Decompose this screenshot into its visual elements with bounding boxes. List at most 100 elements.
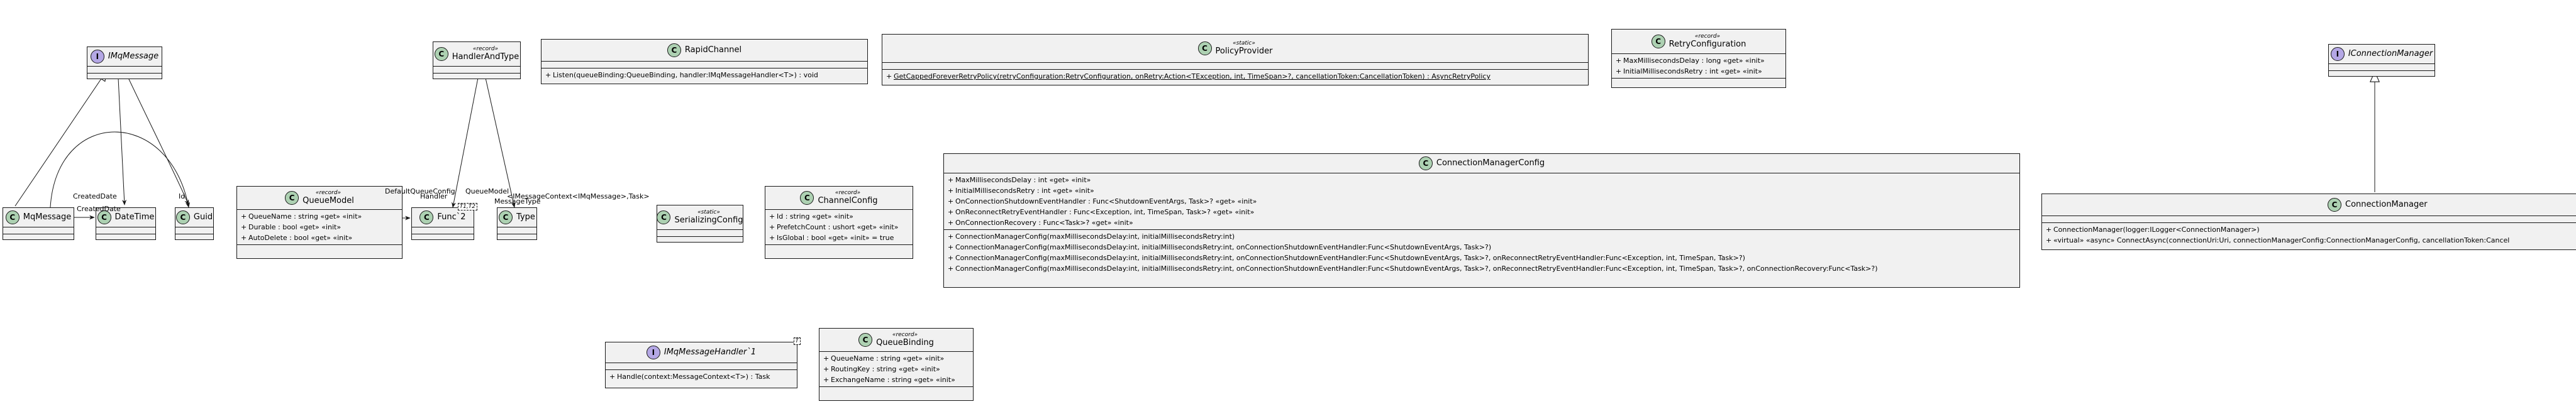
class-name: MqMessage xyxy=(23,212,72,222)
fields-section xyxy=(87,66,162,73)
interface-icon: I xyxy=(2330,47,2345,61)
edge-label-id: Id xyxy=(179,192,186,200)
method: +ConnectionManagerConfig(maxMilliseconds… xyxy=(948,265,1878,273)
member: +QueueName : string «get» «init» xyxy=(241,212,362,221)
fields-section: +Id : string «get» «init» +PrefetchCount… xyxy=(765,209,913,244)
class-queuemodel[interactable]: C «record» QueueModel +QueueName : strin… xyxy=(236,186,402,259)
stereotype: «record» xyxy=(1694,33,1721,40)
methods-section: +GetCappedForeverRetryPolicy(retryConfig… xyxy=(882,69,1588,83)
class-imqmessagehandler-interface[interactable]: T I IMqMessageHandler`1 +Handle(context:… xyxy=(605,337,801,388)
member: +MaxMillisecondsDelay : int «get» «init» xyxy=(948,176,1091,184)
member: +Id : string «get» «init» xyxy=(769,212,853,221)
class-icon: C xyxy=(175,210,190,224)
method: +ConnectionManager(logger:ILogger<Connec… xyxy=(2046,226,2260,234)
class-icon: C xyxy=(800,191,814,205)
edge-imqmessage-id-guid xyxy=(128,77,189,205)
edge-imqmessage-createddate-datetime xyxy=(118,77,127,205)
class-queuebinding[interactable]: C «record» QueueBinding +QueueName : str… xyxy=(819,328,974,401)
member: +QueueName : string «get» «init» xyxy=(823,354,945,363)
fields-section xyxy=(175,227,213,234)
class-guid[interactable]: C Guid xyxy=(175,207,214,240)
class-icon: C xyxy=(1418,156,1433,170)
class-connectionmanagerconfig[interactable]: C ConnectionManagerConfig +MaxMillisecon… xyxy=(943,153,2020,288)
class-iconnectionmanager-interface[interactable]: I IConnectionManager xyxy=(2328,44,2435,77)
methods-section: +Listen(queueBinding:QueueBinding, handl… xyxy=(541,68,867,82)
class-icon: C xyxy=(419,210,434,224)
methods-section xyxy=(1612,78,1785,85)
stereotype: «record» xyxy=(315,190,341,197)
class-retryconfiguration[interactable]: C «record» RetryConfiguration +MaxMillis… xyxy=(1611,29,1786,88)
method: +«virtual» «async» ConnectAsync(connecti… xyxy=(2046,236,2510,244)
fields-section xyxy=(497,227,536,234)
fields-section xyxy=(96,227,155,234)
class-datetime[interactable]: C DateTime xyxy=(96,207,156,240)
class-handlerandtype[interactable]: C «record» HandlerAndType xyxy=(433,41,521,79)
class-serializingconfig[interactable]: C «static» SerializingConfig xyxy=(657,205,743,243)
fields-section xyxy=(433,66,520,73)
member: +ExchangeName : string «get» «init» xyxy=(823,376,955,384)
edge-mqmessage-implements-imqmessage xyxy=(14,70,107,207)
class-icon: C xyxy=(2328,198,2341,212)
method: +ConnectionManagerConfig(maxMilliseconds… xyxy=(948,232,1235,241)
methods-section xyxy=(175,234,213,241)
class-name: Guid xyxy=(193,212,213,222)
methods-section: +ConnectionManagerConfig(maxMilliseconds… xyxy=(944,229,2019,275)
class-name: PolicyProvider xyxy=(1215,46,1273,56)
class-icon: C xyxy=(499,210,513,224)
class-func2[interactable]: T1,T2 C Func`2 xyxy=(411,203,477,241)
fields-section xyxy=(882,62,1588,69)
class-name: IConnectionManager xyxy=(2348,48,2433,58)
edge-label-handler: Handler xyxy=(420,192,448,200)
fields-section xyxy=(606,363,797,369)
methods-section xyxy=(765,244,913,251)
class-name: SerializingConfig xyxy=(674,215,743,225)
methods-section xyxy=(433,73,520,80)
fields-section: +MaxMillisecondsDelay : long «get» «init… xyxy=(1612,53,1785,78)
edge-handlerandtype-func2 xyxy=(452,77,479,208)
fields-section xyxy=(412,227,474,234)
fields-section xyxy=(3,227,74,234)
class-name: IMqMessage xyxy=(108,51,159,61)
class-mqmessage[interactable]: C MqMessage xyxy=(3,207,74,240)
class-type[interactable]: C Type xyxy=(497,207,537,240)
fields-section: +MaxMillisecondsDelay : int «get» «init»… xyxy=(944,173,2019,229)
class-icon: C xyxy=(97,210,111,224)
fields-section xyxy=(2042,216,2576,222)
method: +ConnectionManagerConfig(maxMilliseconds… xyxy=(948,254,1745,262)
member: +OnReconnectRetryEventHandler : Func<Exc… xyxy=(948,208,1255,216)
class-name: IMqMessageHandler`1 xyxy=(663,347,757,357)
class-name: HandlerAndType xyxy=(452,52,519,62)
class-rapidchannel[interactable]: C RapidChannel +Listen(queueBinding:Queu… xyxy=(541,39,868,84)
methods-section xyxy=(237,244,402,251)
member: +MaxMillisecondsDelay : long «get» «init… xyxy=(1616,57,1765,65)
method: +Handle(context:MessageContext<T>) : Tas… xyxy=(609,373,770,381)
edge-label-messagetype: MessageType xyxy=(494,197,541,205)
member: +RoutingKey : string «get» «init» xyxy=(823,365,940,373)
class-icon: C xyxy=(434,47,448,61)
class-name: DateTime xyxy=(114,212,155,222)
method: +GetCappedForeverRetryPolicy(retryConfig… xyxy=(886,72,1491,80)
member: +InitialMillisecondsRetry : int «get» «i… xyxy=(1616,67,1762,75)
edge-mqmessage-id-guid xyxy=(50,131,189,207)
class-name: Type xyxy=(516,212,535,222)
class-imqmessage-interface[interactable]: I IMqMessage xyxy=(87,46,162,79)
class-policyprovider[interactable]: C «static» PolicyProvider +GetCappedFore… xyxy=(882,34,1589,85)
class-name: ConnectionManagerConfig xyxy=(1436,158,1545,168)
methods-section: +ConnectionManager(logger:ILogger<Connec… xyxy=(2042,222,2576,247)
class-connectionmanager[interactable]: C ConnectionManager +ConnectionManager(l… xyxy=(2041,194,2576,250)
class-name: QueueBinding xyxy=(876,337,934,347)
fields-section xyxy=(657,229,743,236)
member: +IsGlobal : bool «get» «init» = true xyxy=(769,234,894,242)
member: +OnConnectionShutdownEventHandler : Func… xyxy=(948,197,1257,205)
fields-section: +QueueName : string «get» «init» +Durabl… xyxy=(237,209,402,244)
interface-icon: I xyxy=(646,346,660,359)
method: +Listen(queueBinding:QueueBinding, handl… xyxy=(545,71,818,79)
methods-section: +Handle(context:MessageContext<T>) : Tas… xyxy=(606,369,797,383)
class-name: RetryConfiguration xyxy=(1668,39,1746,49)
class-icon: C xyxy=(285,191,299,205)
class-channelconfig[interactable]: C «record» ChannelConfig +Id : string «g… xyxy=(765,186,913,259)
methods-section xyxy=(412,234,474,241)
generic-parameter: T xyxy=(793,337,801,345)
